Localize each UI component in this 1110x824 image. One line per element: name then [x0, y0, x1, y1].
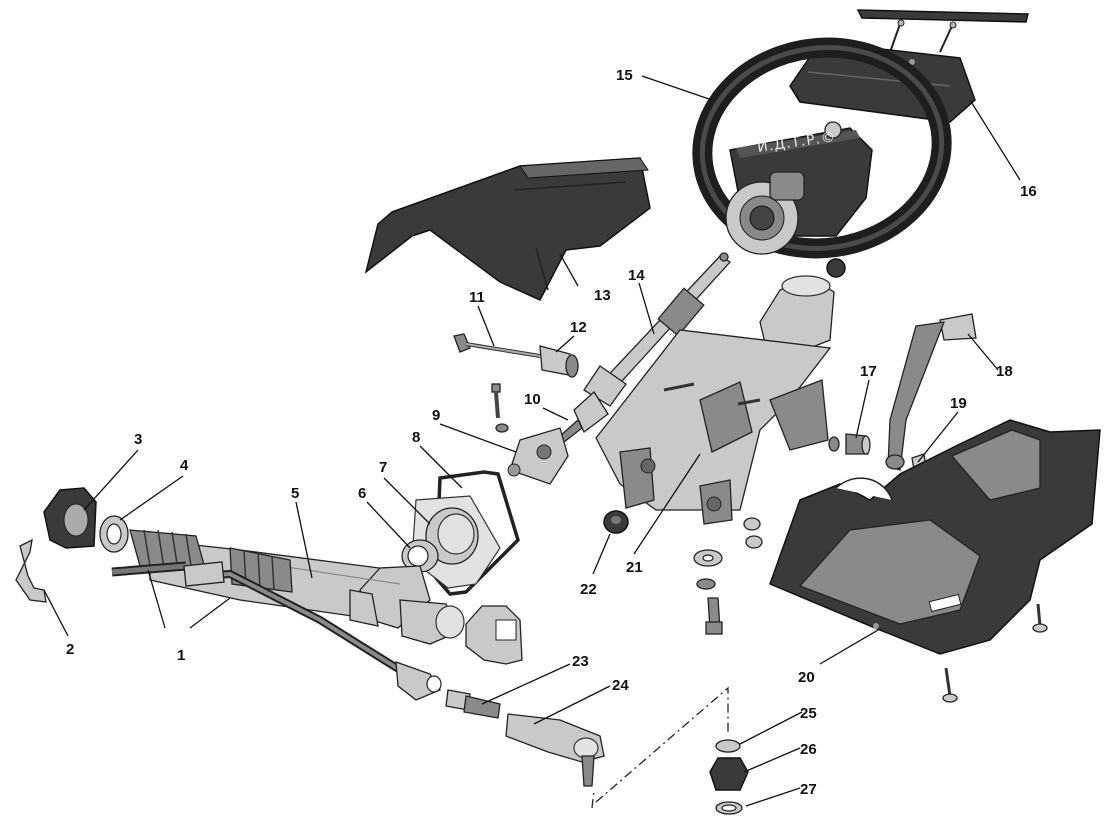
steering-wheel-part — [692, 37, 952, 259]
callout-3: 3 — [134, 431, 142, 448]
callout-14: 14 — [628, 267, 645, 284]
column-housing-part — [595, 275, 835, 525]
leader-lines — [43, 75, 1021, 807]
callout-20: 20 — [798, 669, 815, 686]
screws-part — [942, 603, 1048, 703]
ball-joint-parts — [709, 739, 749, 815]
adjuster-part — [445, 689, 501, 719]
callout-13: 13 — [594, 287, 611, 304]
callout-26: 26 — [800, 741, 817, 758]
callout-24: 24 — [612, 677, 629, 694]
tie-rod-end-part — [505, 713, 605, 787]
callout-23: 23 — [572, 653, 589, 670]
nuts-part — [693, 258, 846, 635]
lower-shroud-part — [769, 419, 1101, 655]
callout-1: 1 — [177, 647, 185, 664]
intermediate-shaft-part — [599, 252, 732, 393]
bracket-part — [43, 487, 97, 549]
callout-9: 9 — [432, 407, 440, 424]
callout-6: 6 — [358, 485, 366, 502]
callout-25: 25 — [800, 705, 817, 722]
tie-rod-part — [111, 561, 442, 701]
switch-part — [828, 433, 871, 455]
lower-joint-part — [507, 427, 569, 485]
callout-16: 16 — [1020, 183, 1037, 200]
universal-joint-part — [559, 365, 627, 443]
gasket-part — [434, 470, 520, 596]
callout-4: 4 — [180, 457, 189, 474]
callout-12: 12 — [570, 319, 587, 336]
callout-21: 21 — [626, 559, 643, 576]
callout-11: 11 — [469, 289, 485, 306]
callout-19: 19 — [950, 395, 967, 412]
callout-8: 8 — [412, 429, 420, 446]
column-cover-part — [364, 157, 651, 301]
clamp-part — [15, 538, 47, 603]
callout-27: 27 — [800, 781, 817, 798]
assembly-guide-line — [591, 686, 729, 809]
callout-15: 15 — [616, 67, 633, 84]
bolt-part — [453, 333, 541, 358]
callout-2: 2 — [66, 641, 74, 658]
callout-22: 22 — [580, 581, 597, 598]
collar-part — [401, 539, 439, 573]
callout-10: 10 — [524, 391, 541, 408]
ring-part — [99, 515, 129, 553]
callout-18: 18 — [996, 363, 1013, 380]
callout-5: 5 — [291, 485, 299, 502]
bushing-part — [539, 345, 579, 378]
callout-17: 17 — [860, 363, 877, 380]
rack-mount-part — [465, 605, 523, 665]
callout-labels: 1 2 3 4 5 6 7 8 9 10 11 12 13 14 15 16 1… — [66, 67, 1037, 798]
small-bolt-part — [491, 383, 509, 433]
rubber-bushing-part — [603, 510, 629, 534]
callout-7: 7 — [379, 459, 387, 476]
